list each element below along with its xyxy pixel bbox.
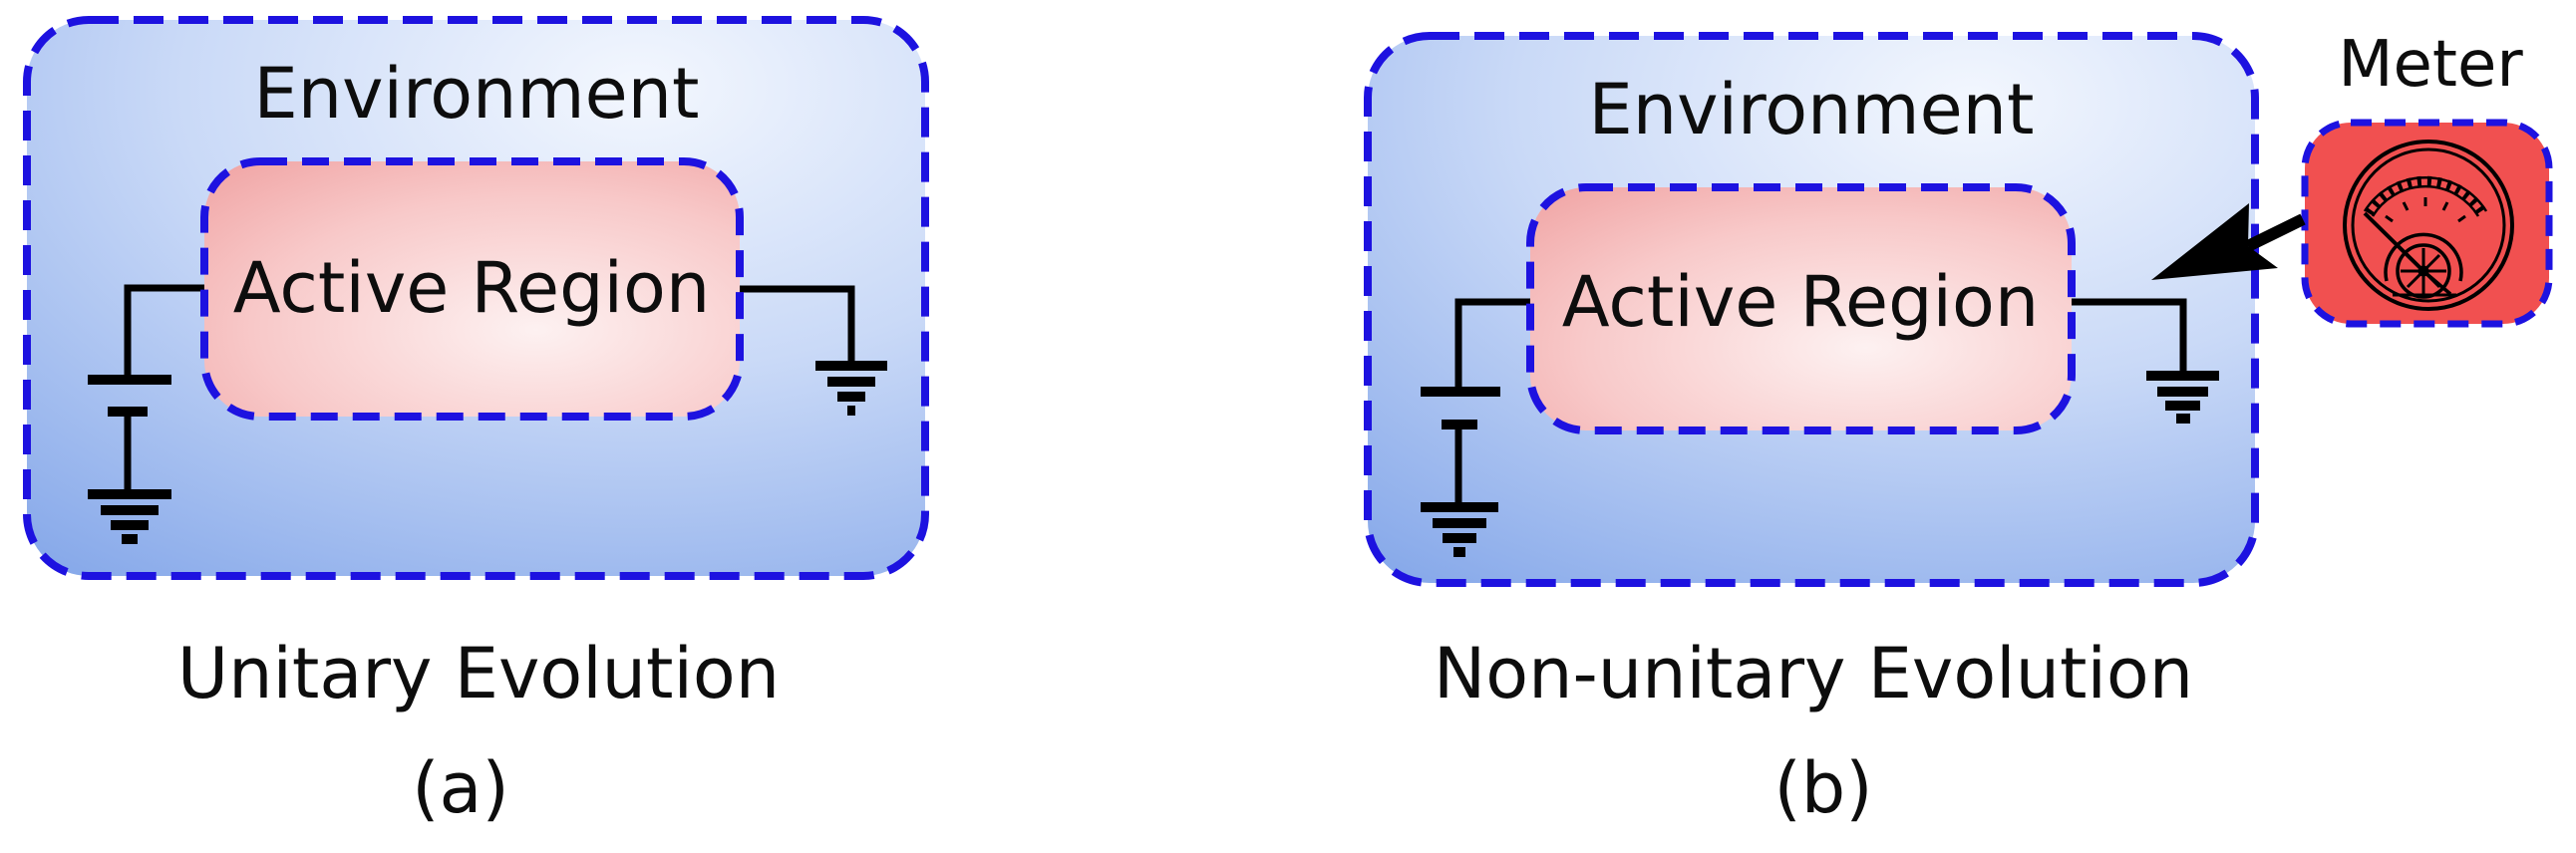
battery-cell-icon (1421, 387, 1500, 503)
ground-icon (2146, 371, 2219, 424)
ground-icon (815, 361, 887, 416)
wire-right-b (2068, 298, 2187, 371)
meter-label: Meter (2338, 28, 2523, 102)
arrow-head (2151, 203, 2278, 280)
panel-index-b: (b) (1773, 747, 1872, 829)
panel-b: Environment Active Region Non-unitary Ev… (1364, 32, 2259, 829)
environment-label-a: Environment (254, 53, 700, 135)
battery-cell-icon (88, 375, 171, 490)
active-region-box-a (200, 157, 744, 421)
environment-label-b: Environment (1589, 69, 2035, 150)
panel-a: Environment Active Region Unitary Evolut… (23, 16, 929, 829)
caption-b: Non-unitary Evolution (1434, 633, 2193, 714)
active-region-box-b (1526, 183, 2076, 434)
wire-right-a (736, 285, 855, 361)
ground-icon (88, 489, 171, 544)
panel-index-a: (a) (412, 747, 509, 829)
active-region-label-b: Active Region (1562, 261, 2039, 343)
caption-a: Unitary Evolution (177, 633, 780, 714)
measurement-arrow-icon (2151, 203, 2306, 280)
analog-meter-gauge-icon (2343, 140, 2514, 311)
wire-left-b (1454, 298, 1535, 388)
ground-icon (1421, 502, 1498, 557)
wire-left-a (124, 284, 209, 376)
active-region-label-a: Active Region (233, 247, 710, 329)
arrow-shaft (2245, 213, 2306, 252)
meter: Meter (2301, 28, 2553, 328)
